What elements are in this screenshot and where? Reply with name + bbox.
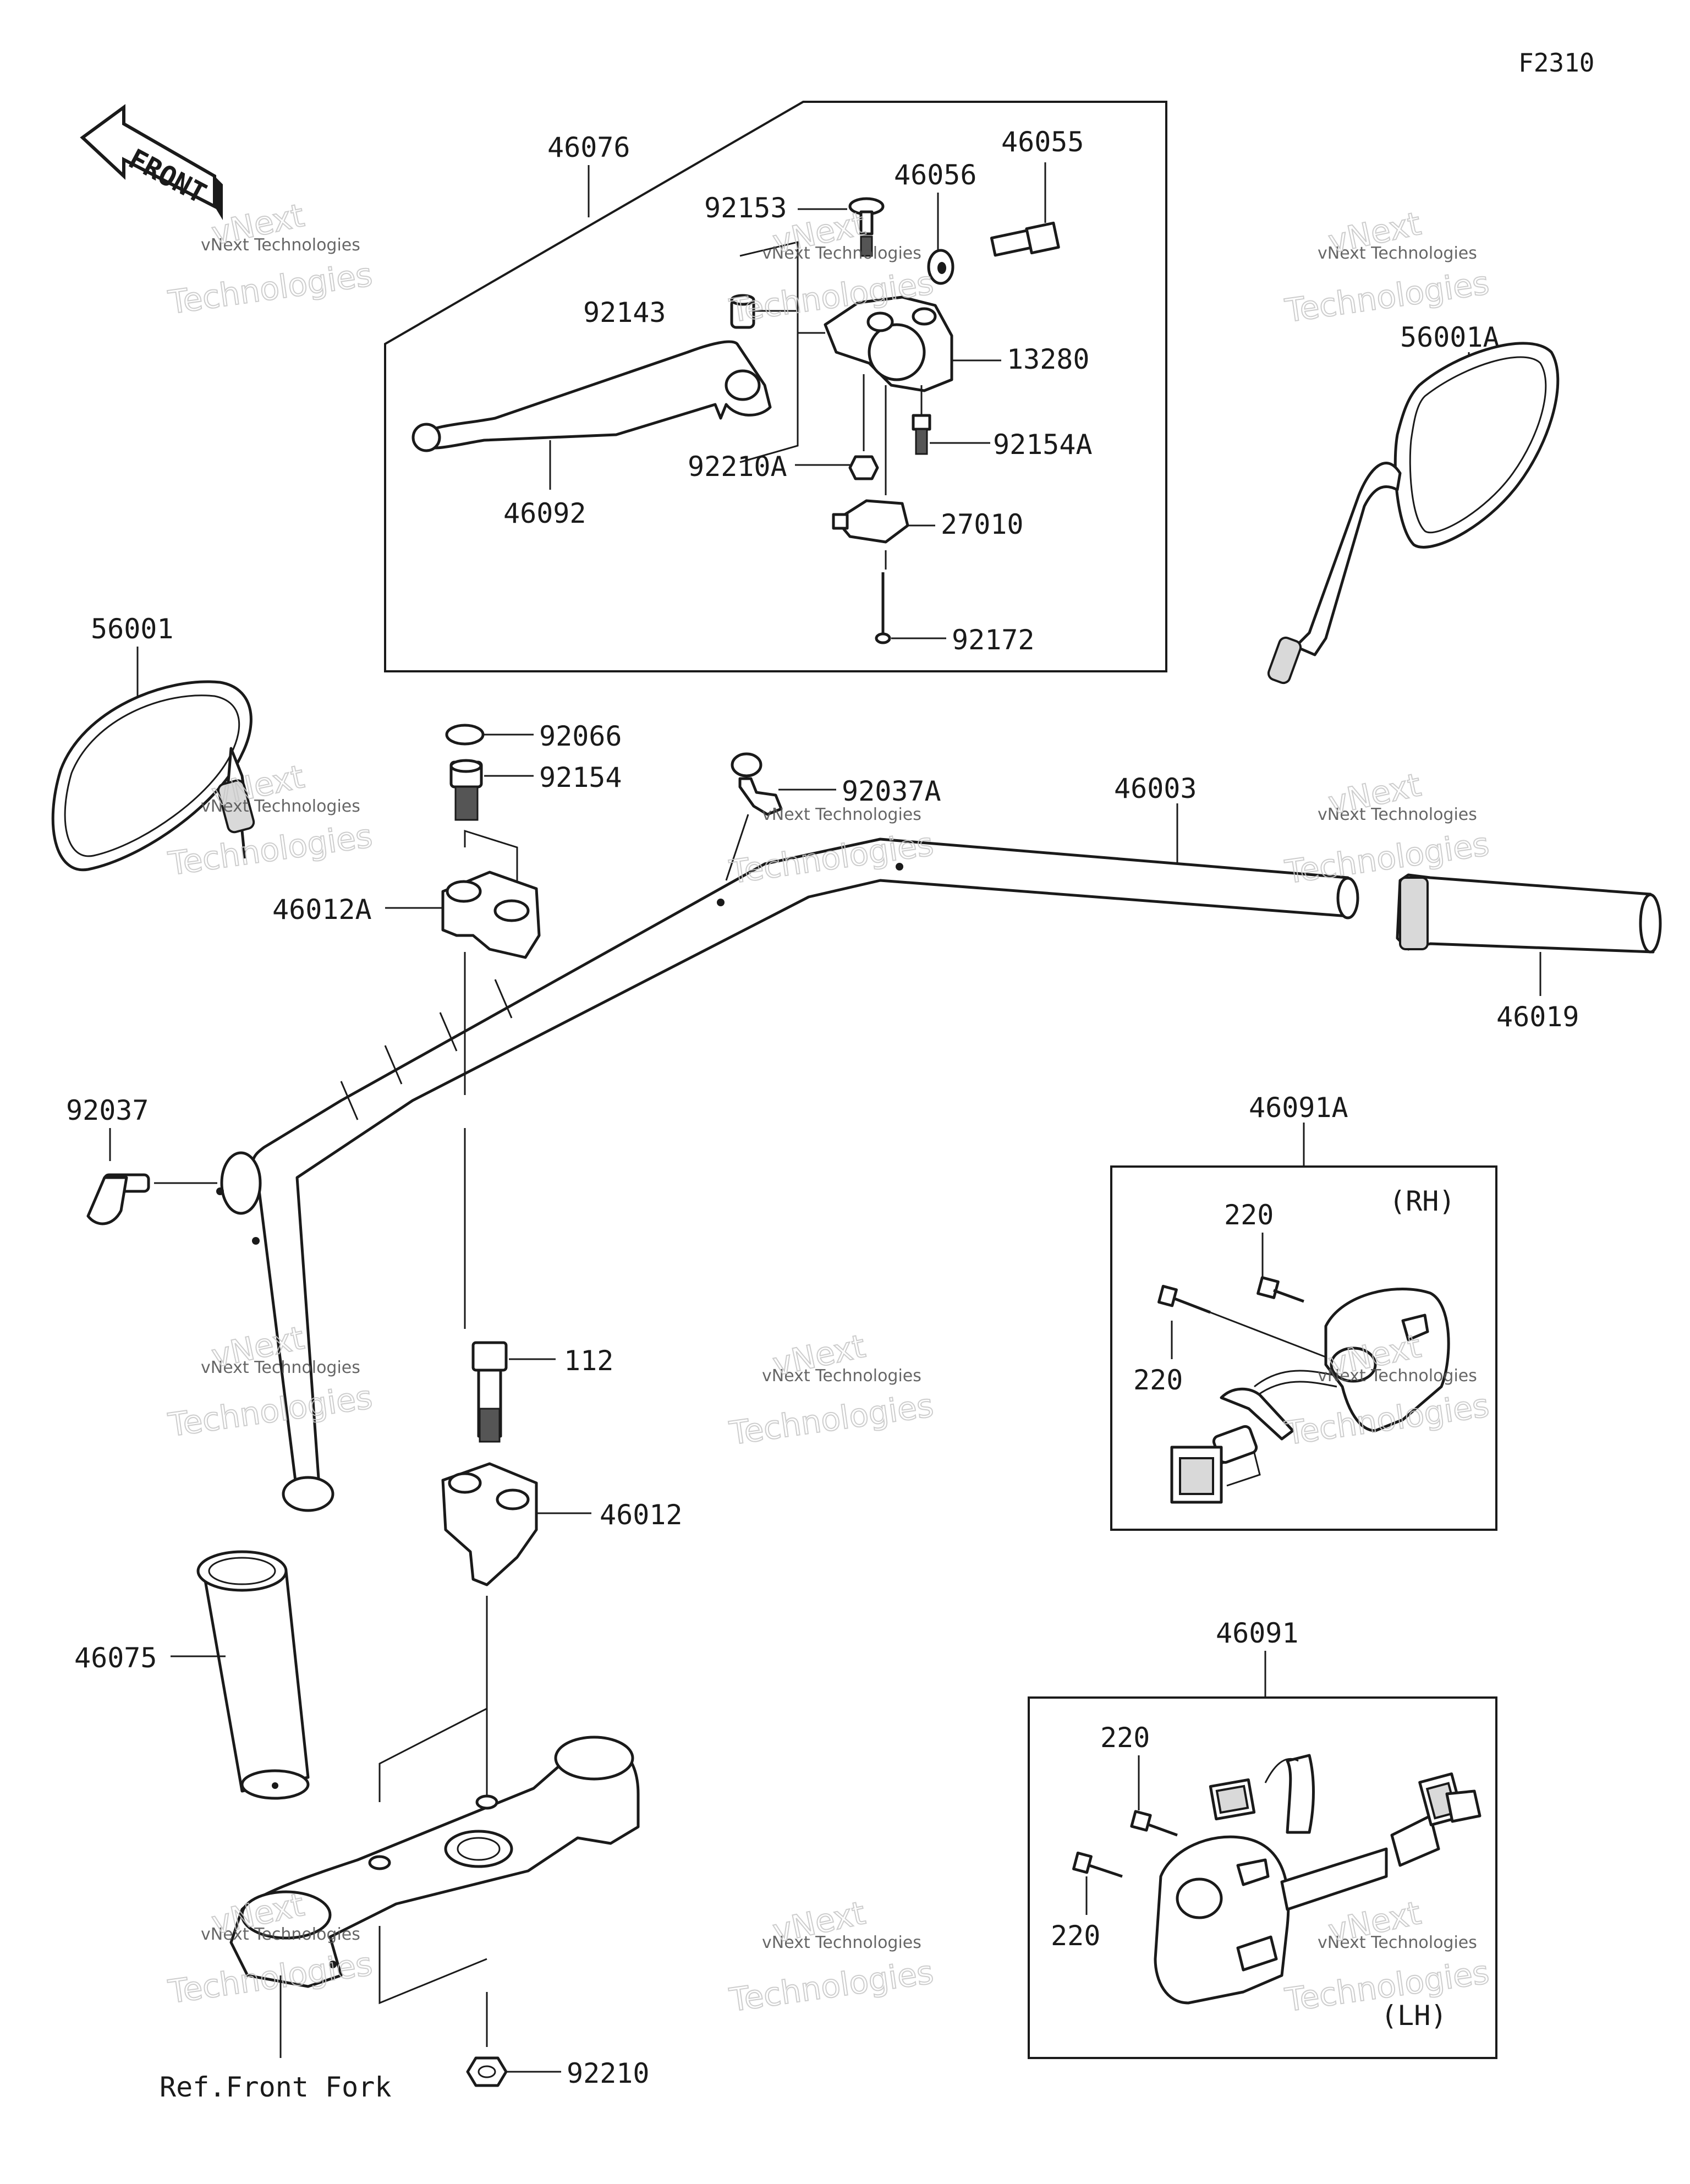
watermark-3: vNext Technologies Technologies	[1282, 244, 1491, 330]
watermark-10: vNext Technologies Technologies	[165, 1925, 375, 2011]
front-arrow-icon: FRONT	[80, 104, 223, 220]
label-92172: 92172	[952, 624, 1035, 656]
part-labels: 46076 46055 46056 92153 92143 13280 9215…	[66, 126, 1579, 2103]
label-13280: 13280	[1007, 343, 1090, 375]
switch-27010	[832, 385, 935, 544]
watermark-8: vNext Technologies Technologies	[726, 1366, 936, 1453]
svg-text:Technologies: Technologies	[727, 1953, 935, 2019]
screw-92172	[875, 550, 946, 644]
top-bridge	[229, 1596, 640, 2058]
label-112: 112	[564, 1345, 613, 1377]
handlebar-46003	[216, 803, 1359, 1512]
svg-text:vNext Technologies: vNext Technologies	[1318, 1366, 1477, 1386]
watermark-vnext-words: vNext vNext vNext vNext vNext vNext vNex…	[208, 196, 1425, 1951]
svg-text:vNext Technologies: vNext Technologies	[762, 1933, 921, 1952]
nut-92210A	[795, 374, 879, 480]
switch-housing-lh-box	[1028, 1651, 1497, 2059]
svg-text:vNext Technologies: vNext Technologies	[762, 805, 921, 824]
label-46019: 46019	[1496, 1001, 1579, 1033]
cap-92066	[445, 724, 534, 746]
label-92143: 92143	[583, 297, 666, 329]
figure-id: F2310	[1518, 48, 1594, 78]
bolt-46055	[990, 162, 1060, 257]
watermark-1: vNext Technologies Technologies	[165, 236, 375, 322]
collar-92143	[730, 294, 798, 329]
label-92037: 92037	[66, 1094, 149, 1126]
label-46076: 46076	[547, 132, 630, 163]
lever-46092	[411, 340, 772, 490]
label-46075: 46075	[74, 1642, 157, 1674]
nut-92210	[466, 2056, 561, 2087]
label-220-lh-side: 220	[1051, 1920, 1100, 1952]
watermark-9: vNext Technologies Technologies	[1282, 1366, 1491, 1453]
label-rh: (RH)	[1389, 1185, 1455, 1217]
grip-46019	[1396, 873, 1662, 996]
clamp-46012A	[385, 829, 541, 959]
svg-text:vNext Technologies: vNext Technologies	[762, 1366, 921, 1386]
label-56001A: 56001A	[1400, 321, 1500, 353]
pin-92153	[798, 197, 885, 257]
label-46091: 46091	[1216, 1617, 1299, 1649]
label-27010: 27010	[941, 508, 1024, 540]
svg-text:vNext Technologies: vNext Technologies	[762, 244, 921, 263]
label-46092: 46092	[503, 497, 586, 529]
bolt-92154	[449, 759, 534, 821]
plug-92037	[86, 1128, 217, 1225]
svg-text:vNext Technologies: vNext Technologies	[201, 1358, 360, 1377]
label-ref-front-fork: Ref.Front Fork	[160, 2071, 391, 2103]
watermark-6: vNext Technologies Technologies	[1282, 805, 1491, 891]
svg-text:vNext Technologies: vNext Technologies	[1318, 244, 1477, 263]
svg-text:vNext Technologies: vNext Technologies	[201, 797, 360, 816]
label-92210: 92210	[567, 2057, 650, 2089]
switch-housing-rh-box	[1110, 1123, 1497, 1531]
label-46055: 46055	[1001, 126, 1084, 158]
plug-92037A	[725, 752, 836, 881]
label-220-rh-top: 220	[1224, 1199, 1274, 1231]
label-220-lh-top: 220	[1100, 1722, 1150, 1754]
label-46091A: 46091A	[1249, 1092, 1348, 1124]
svg-text:Technologies: Technologies	[166, 256, 374, 321]
clamp-46012	[441, 1462, 591, 1586]
label-92153: 92153	[704, 192, 787, 224]
label-92066: 92066	[539, 720, 622, 752]
mirror-56001	[51, 647, 255, 872]
svg-text:vNext Technologies: vNext Technologies	[201, 236, 360, 255]
label-46012: 46012	[600, 1499, 683, 1531]
label-46012A: 46012A	[272, 894, 372, 926]
svg-text:Technologies: Technologies	[166, 817, 374, 883]
svg-text:Technologies: Technologies	[727, 1387, 935, 1452]
clamp-13280	[798, 295, 1001, 392]
svg-text:Technologies: Technologies	[1282, 264, 1491, 330]
label-46056: 46056	[894, 159, 977, 191]
washer-46056	[927, 193, 954, 285]
svg-text:vNext Technologies: vNext Technologies	[1318, 1933, 1477, 1952]
label-92037A: 92037A	[842, 775, 941, 807]
label-56001: 56001	[91, 613, 174, 645]
grip-46075	[171, 1550, 310, 1800]
watermark-11: vNext Technologies Technologies	[726, 1933, 936, 2019]
label-92154: 92154	[539, 762, 622, 793]
label-92210A: 92210A	[688, 451, 787, 483]
mirror-56001A	[1267, 342, 1560, 685]
label-46003: 46003	[1114, 773, 1197, 804]
bolt-112	[464, 952, 556, 1443]
svg-text:vNext Technologies: vNext Technologies	[1318, 805, 1477, 824]
svg-text:vNext Technologies: vNext Technologies	[201, 1925, 360, 1944]
bolt-92154A	[912, 385, 990, 455]
lever-assembly-box	[384, 101, 1167, 672]
watermark-7: vNext Technologies Technologies	[165, 1358, 375, 1444]
label-92154A: 92154A	[993, 429, 1093, 461]
label-lh: (LH)	[1381, 2000, 1447, 2032]
svg-text:Technologies: Technologies	[166, 1378, 374, 1444]
label-220-rh-side: 220	[1133, 1364, 1183, 1396]
